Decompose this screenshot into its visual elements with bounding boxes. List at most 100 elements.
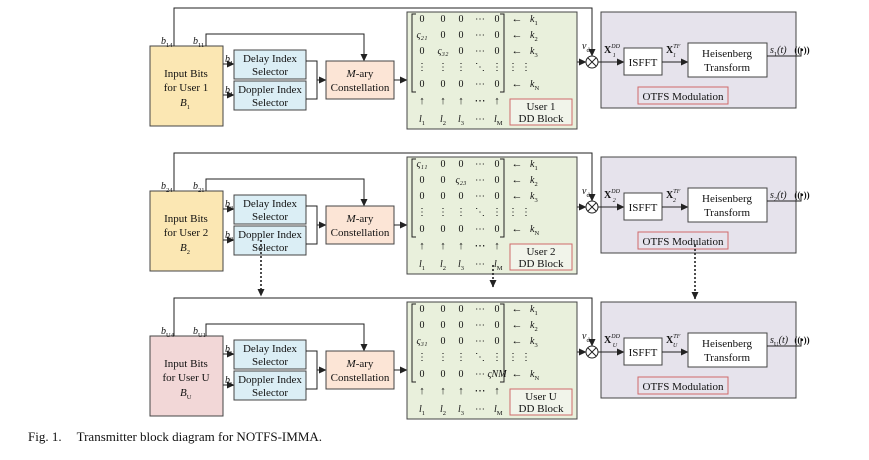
matrix-cell: 0 bbox=[441, 304, 446, 315]
matrix-cell: 0 bbox=[420, 79, 425, 90]
doppler-selector-label-1: Doppler Index bbox=[238, 84, 302, 96]
mary-constellation-box bbox=[325, 205, 395, 245]
bit-path-b4 bbox=[173, 152, 596, 202]
isfft-label: ISFFT bbox=[629, 57, 658, 69]
dd-block-label-1: User U bbox=[525, 391, 557, 403]
constellation-label-1: M-ary bbox=[346, 68, 374, 80]
row-label-k: k3 bbox=[530, 46, 538, 59]
signal-label: s1(t) bbox=[770, 45, 787, 58]
column-label-l: lM bbox=[494, 114, 503, 127]
isfft-box bbox=[623, 192, 663, 221]
matrix-cell: ⋱ bbox=[475, 207, 485, 218]
antenna-icon: ((•)) bbox=[794, 335, 809, 345]
heisenberg-label-2: Transform bbox=[704, 62, 750, 74]
column-arrow-icon: ↑ bbox=[458, 240, 464, 252]
bit-path-b1 bbox=[205, 33, 368, 62]
delay-index-selector bbox=[233, 339, 307, 370]
matrix-cell: 0 bbox=[420, 46, 425, 57]
matrix-cell: ⋯ bbox=[475, 369, 485, 380]
antenna-icon: ((•)) bbox=[794, 45, 809, 55]
matrix-right-bracket bbox=[500, 158, 505, 238]
dd-block-label-box bbox=[509, 388, 573, 416]
delay-selector-label-1: Delay Index bbox=[243, 343, 298, 355]
delay-index-selector bbox=[233, 49, 307, 80]
matrix-cell: 0 bbox=[459, 224, 464, 235]
input-bits-symbol: B1 bbox=[180, 97, 190, 111]
column-label-l: l3 bbox=[458, 259, 464, 272]
matrix-cell: 0 bbox=[441, 369, 446, 380]
matrix-cell: ⋮ bbox=[456, 352, 466, 363]
vd-label: vd bbox=[582, 331, 590, 344]
matrix-cell: 0 bbox=[459, 320, 464, 331]
column-arrow-icon: ↑ bbox=[419, 385, 425, 397]
matrix-cell: ςNM bbox=[487, 369, 507, 380]
column-label-l: l1 bbox=[419, 114, 425, 127]
delay-selector-label-1: Delay Index bbox=[243, 198, 298, 210]
matrix-cell: ⋮ bbox=[417, 62, 427, 73]
isfft-label: ISFFT bbox=[629, 347, 658, 359]
matrix-cell: 0 bbox=[420, 175, 425, 186]
column-arrow-icon: ↑ bbox=[494, 385, 500, 397]
isfft-label: ISFFT bbox=[629, 202, 658, 214]
constellation-label-1: M-ary bbox=[346, 358, 374, 370]
matrix-cell: 0 bbox=[495, 46, 500, 57]
otfs-modulation-label: OTFS Modulation bbox=[643, 91, 724, 103]
matrix-cell: 0 bbox=[441, 336, 446, 347]
column-arrow-icon: ↑ bbox=[440, 240, 446, 252]
input-bits-symbol: B2 bbox=[180, 242, 190, 256]
matrix-right-bracket bbox=[500, 13, 505, 93]
bit-path-b1 bbox=[205, 323, 368, 352]
matrix-left-bracket bbox=[411, 13, 416, 93]
vd-label: vd bbox=[582, 41, 590, 54]
selector-merge-line bbox=[306, 60, 318, 100]
signal-out-line bbox=[767, 48, 802, 57]
row-arrow-icon: ← bbox=[512, 303, 523, 315]
column-label-l: l1 bbox=[419, 259, 425, 272]
matrix-cell: 0 bbox=[420, 191, 425, 202]
input-bits-box bbox=[149, 45, 224, 127]
matrix-cell: ⋮ bbox=[438, 352, 448, 363]
heisenberg-transform-box bbox=[687, 42, 768, 78]
matrix-cell: 0 bbox=[420, 369, 425, 380]
matrix-cell: ⋯ bbox=[475, 175, 485, 186]
doppler-index-selector bbox=[233, 80, 307, 111]
row-label-k: kN bbox=[530, 224, 539, 237]
matrix-cell: ς₃₂ bbox=[437, 46, 449, 57]
signal-label: s2(t) bbox=[770, 190, 787, 203]
row-label-k: k1 bbox=[530, 14, 538, 27]
row-ellipsis: ⋮ bbox=[508, 352, 518, 363]
input-bits-box bbox=[149, 190, 224, 272]
isfft-box bbox=[623, 337, 663, 366]
column-label-l: lM bbox=[494, 259, 503, 272]
delay-selector-label-2: Selector bbox=[252, 356, 288, 368]
column-arrow-icon: ↑ bbox=[440, 385, 446, 397]
row-label-k: kN bbox=[530, 79, 539, 92]
otfs-label-box bbox=[637, 376, 729, 395]
matrix-cell: ⋱ bbox=[475, 62, 485, 73]
b1-label: bU1 bbox=[193, 326, 206, 339]
bit-path-b4 bbox=[173, 7, 596, 57]
matrix-cell: 0 bbox=[420, 304, 425, 315]
dd-block-label-2: DD Block bbox=[519, 403, 564, 415]
row-arrow-icon: ← bbox=[512, 29, 523, 41]
b1-label: b11 bbox=[193, 36, 204, 49]
column-label-l: l3 bbox=[458, 404, 464, 417]
delay-index-selector bbox=[233, 194, 307, 225]
column-arrow-icon: ↑ bbox=[458, 95, 464, 107]
column-label-l: lM bbox=[494, 404, 503, 417]
row-arrow-icon: ← bbox=[512, 368, 523, 380]
row-ellipsis: ⋮ bbox=[508, 207, 518, 218]
dd-block-label-box bbox=[509, 243, 573, 271]
matrix-cell: ⋮ bbox=[438, 207, 448, 218]
matrix-cell: 0 bbox=[495, 159, 500, 170]
row-label-k: kN bbox=[530, 369, 539, 382]
isfft-box bbox=[623, 47, 663, 76]
column-label-l: l2 bbox=[440, 114, 446, 127]
multiplier-cross bbox=[587, 347, 597, 357]
delay-selector-label-2: Selector bbox=[252, 66, 288, 78]
